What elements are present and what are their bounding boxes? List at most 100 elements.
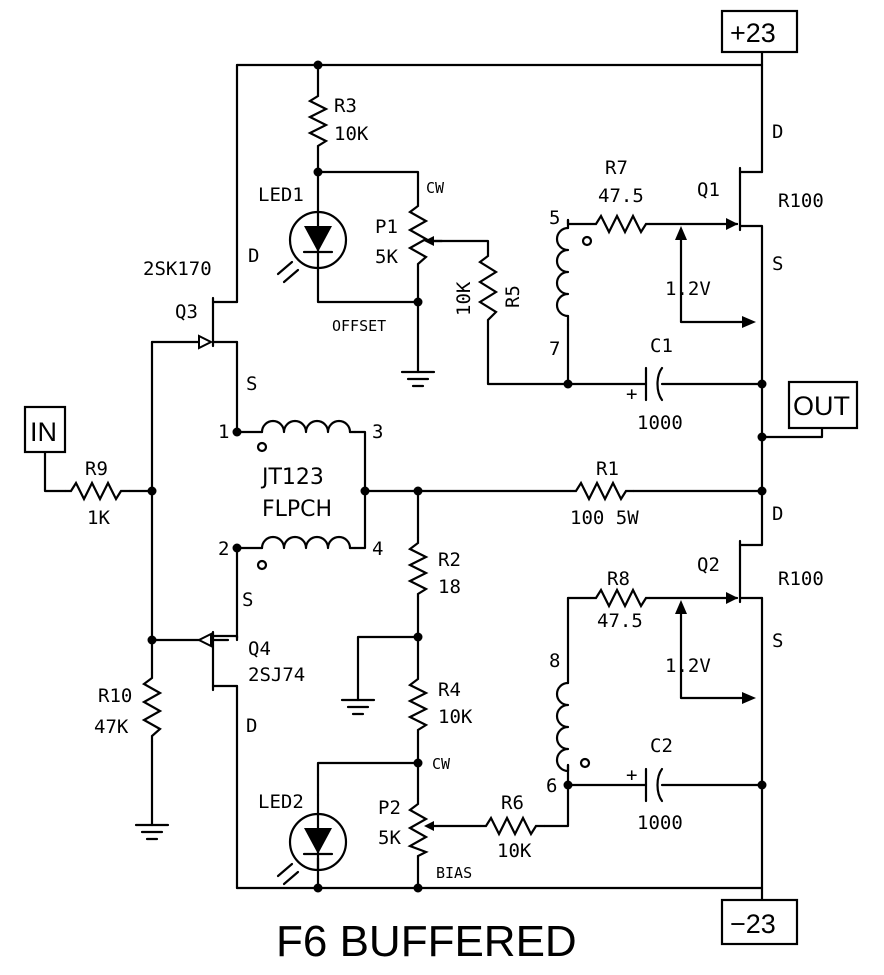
c2-plus: + <box>626 764 637 786</box>
r6-value: 10K <box>497 840 532 862</box>
q4-ref: Q4 <box>248 638 271 660</box>
wires <box>43 50 824 902</box>
pin-7: 7 <box>549 338 560 360</box>
c1-ref: C1 <box>650 335 673 357</box>
r1-value: 100 5W <box>570 507 639 529</box>
resistor-r6 <box>480 815 545 837</box>
r10-value: 47K <box>94 716 129 738</box>
r4-value: 10K <box>438 706 473 728</box>
q4-source-label: S <box>242 589 253 611</box>
r7-ref: R7 <box>605 157 628 179</box>
r10-ref: R10 <box>98 685 132 707</box>
r3-ref: R3 <box>334 95 357 117</box>
rail-neg-box <box>720 898 799 946</box>
q2-source-label: S <box>772 630 783 652</box>
ground-r2 <box>340 698 376 716</box>
p2-ref: P2 <box>378 797 401 819</box>
q3-source-label: S <box>246 373 257 395</box>
port-out-box <box>787 380 859 430</box>
resistor-r8 <box>590 587 650 609</box>
voltage-arrow-q2 <box>675 600 756 704</box>
c1-plus: + <box>626 383 637 405</box>
r8-value: 47.5 <box>597 610 643 632</box>
c1-value: 1000 <box>637 412 683 434</box>
r5-ref: R5 <box>502 285 524 308</box>
r7-value: 47.5 <box>598 185 644 207</box>
r5-value: 10K <box>453 281 475 316</box>
resistor-r10 <box>141 672 163 742</box>
r8-ref: R8 <box>607 568 630 590</box>
c2-ref: C2 <box>650 735 673 757</box>
r9-ref: R9 <box>85 458 108 480</box>
p2-name: BIAS <box>436 864 472 882</box>
q3-ref: Q3 <box>175 301 198 323</box>
r2-value: 18 <box>438 576 461 598</box>
rail-pos-label: +23 <box>730 18 776 48</box>
resistor-r5 <box>477 250 499 330</box>
q3-drain-label: D <box>248 245 259 267</box>
p1-cw: CW <box>426 179 445 197</box>
ground-r10 <box>134 823 170 841</box>
pin-1: 1 <box>218 421 229 443</box>
rail-neg-label: −23 <box>730 909 776 939</box>
p1-value: 5K <box>375 246 398 268</box>
potentiometer-p2 <box>407 798 434 858</box>
pin-6: 6 <box>546 775 557 797</box>
p1-name: OFFSET <box>332 317 386 335</box>
transistor-q1-symbol <box>726 166 742 232</box>
p2-value: 5K <box>378 827 401 849</box>
q2-drain-label: D <box>772 503 783 525</box>
capacitor-c2 <box>644 767 664 803</box>
r9-value: 1K <box>87 507 110 529</box>
q3-part: 2SK170 <box>143 258 212 280</box>
q2-ref: Q2 <box>697 554 720 576</box>
q1-drain-label: D <box>772 121 783 143</box>
q2-part: R100 <box>778 568 824 590</box>
ground-p1 <box>400 370 436 388</box>
led1-label: LED1 <box>258 184 304 206</box>
rail-pos-box <box>720 9 799 54</box>
q1-ref: Q1 <box>697 179 720 201</box>
v2-label: 1.2V <box>665 655 711 677</box>
led2-symbol <box>276 793 348 886</box>
r2-ref: R2 <box>438 549 461 571</box>
transistor-q4-symbol <box>196 630 239 692</box>
port-in-box <box>23 405 67 454</box>
v1-label: 1.2V <box>665 278 711 300</box>
transformer-jt123 <box>235 226 593 773</box>
port-in-label: IN <box>30 417 57 447</box>
resistor-r9 <box>65 480 130 502</box>
pin-3: 3 <box>372 421 383 443</box>
q1-part: R100 <box>778 190 824 212</box>
port-out-label: OUT <box>793 391 850 421</box>
led1-symbol <box>276 208 348 284</box>
potentiometer-p1 <box>407 200 444 270</box>
r3-value: 10K <box>334 123 369 145</box>
pin-4: 4 <box>372 538 383 560</box>
pin-5: 5 <box>549 207 560 229</box>
transistor-q2-symbol <box>726 539 742 604</box>
transformer-sub: FLPCH <box>262 497 332 522</box>
resistor-r3 <box>307 90 329 148</box>
r1-ref: R1 <box>596 458 619 480</box>
led2-label: LED2 <box>258 791 304 813</box>
p1-ref: P1 <box>375 216 398 238</box>
c2-value: 1000 <box>637 812 683 834</box>
q4-drain-label: D <box>246 715 257 737</box>
pin-8: 8 <box>549 650 560 672</box>
transistor-q3-symbol <box>198 296 239 350</box>
r4-ref: R4 <box>438 679 461 701</box>
transformer-name: JT123 <box>260 465 324 490</box>
resistor-r1 <box>570 480 634 502</box>
pin-2: 2 <box>218 538 229 560</box>
page-title: F6 BUFFERED <box>276 917 577 966</box>
resistor-r4 <box>407 673 429 733</box>
junctions <box>147 60 767 893</box>
p2-cw: CW <box>432 755 451 773</box>
q4-part: 2SJ74 <box>248 664 305 686</box>
q1-source-label: S <box>772 253 783 275</box>
capacitor-c1 <box>644 366 664 402</box>
resistor-r7 <box>590 213 650 235</box>
voltage-arrow-q1 <box>675 226 756 328</box>
